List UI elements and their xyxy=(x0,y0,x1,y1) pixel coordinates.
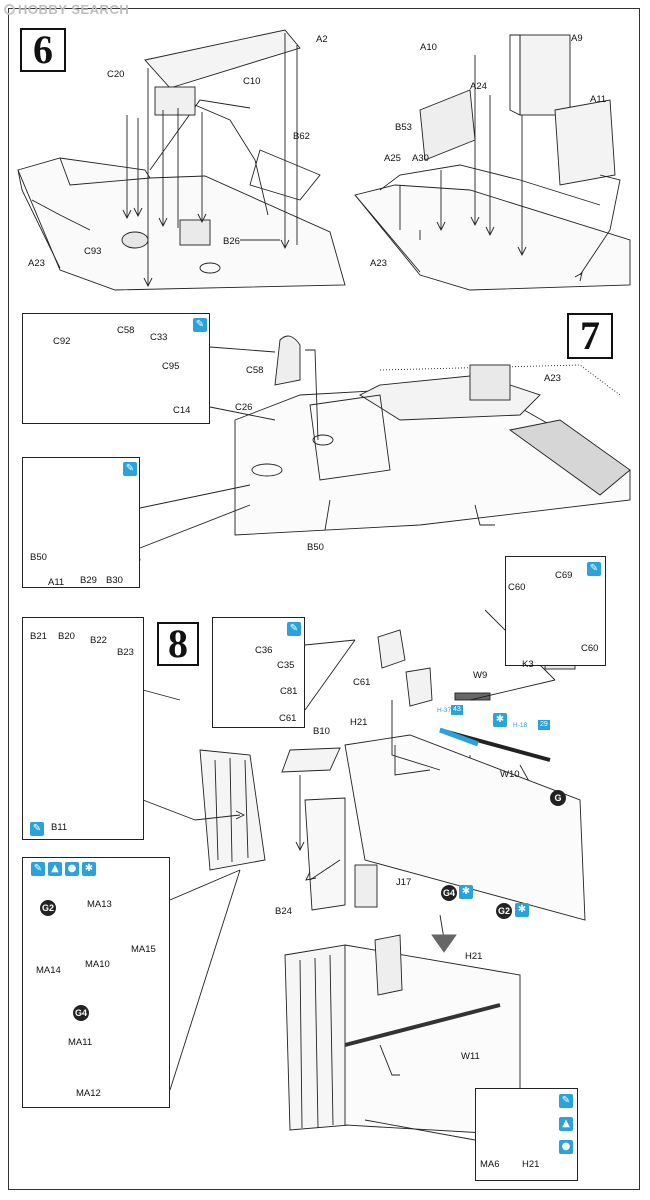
brush-icon: ✎ xyxy=(31,862,45,876)
part-label: MA15 xyxy=(131,944,156,955)
sub-assembly-g-marker: G xyxy=(550,790,566,806)
part-label: MA11 xyxy=(68,1037,93,1048)
step-7-number: 7 xyxy=(567,313,613,359)
part-label: MA10 xyxy=(85,959,110,970)
step6-hull-right xyxy=(354,34,631,291)
part-label: A9 xyxy=(571,33,583,44)
hobbysearch-logo-icon xyxy=(4,4,15,15)
step8-inset-g2-g4 xyxy=(22,857,170,1108)
part-label: C33 xyxy=(150,332,168,343)
part-label: B29 xyxy=(80,575,97,586)
brush-icon: ✎ xyxy=(287,622,301,636)
part-label: K3 xyxy=(522,659,534,670)
part-label: B53 xyxy=(395,122,412,133)
watermark-text: HOBBY SEARCH xyxy=(18,2,130,17)
brush-icon: ✎ xyxy=(30,822,44,836)
step7-inset-c58-assembly xyxy=(22,313,210,424)
part-label: W11 xyxy=(461,1051,480,1062)
part-label: C20 xyxy=(107,69,125,80)
part-ref-43: 43 xyxy=(451,705,463,715)
part-label: A23 xyxy=(544,373,561,384)
part-label: B50 xyxy=(307,542,324,553)
part-ref-h37: H-37 xyxy=(437,707,452,714)
part-label: MA6 xyxy=(480,1159,500,1170)
part-label: A30 xyxy=(412,153,429,164)
part-label: C58 xyxy=(117,325,135,336)
instruction-sheet-frame xyxy=(8,8,640,1190)
part-label: B30 xyxy=(106,575,123,586)
watermark: HOBBY SEARCH xyxy=(4,2,129,17)
step7-inset-b50-detail xyxy=(22,457,140,588)
step6-hull-left xyxy=(17,29,346,291)
part-label: MA13 xyxy=(87,899,112,910)
part-label: A23 xyxy=(28,258,45,269)
sub-assembly-g4-marker: G4 xyxy=(441,885,457,901)
part-label: B10 xyxy=(313,726,330,737)
part-label: C92 xyxy=(53,336,71,347)
part-label: B24 xyxy=(275,906,292,917)
part-label: A11 xyxy=(590,94,607,105)
part-label: MA14 xyxy=(36,965,61,976)
step7-detail-art xyxy=(29,335,631,571)
part-ref-29: 29 xyxy=(538,720,550,730)
part-label: A10 xyxy=(420,42,437,53)
part-label: H21 xyxy=(465,951,483,962)
rotate-icon: ✱ xyxy=(515,903,529,917)
rotate-icon: ✱ xyxy=(493,713,507,727)
sub-assembly-g4-marker-inset: G4 xyxy=(73,1005,89,1021)
part-label: B22 xyxy=(90,635,107,646)
brush-icon: ✎ xyxy=(587,562,601,576)
part-label: C60 xyxy=(581,643,599,654)
part-label: B26 xyxy=(223,236,240,247)
part-label: A2 xyxy=(316,34,328,45)
step-8-number: 8 xyxy=(157,622,199,666)
part-label: H21 xyxy=(522,1159,540,1170)
part-ref-h18: H-18 xyxy=(513,722,528,729)
part-label: W9 xyxy=(473,670,488,681)
part-label: B11 xyxy=(51,822,68,833)
part-label: C93 xyxy=(84,246,102,257)
part-label: B23 xyxy=(117,647,134,658)
shape-icon: ▲ xyxy=(559,1117,573,1131)
part-label: C36 xyxy=(255,645,273,656)
part-label: A23 xyxy=(370,258,387,269)
rotate-icon: ✱ xyxy=(82,862,96,876)
part-label: MA12 xyxy=(76,1088,101,1099)
part-label: C26 xyxy=(235,402,253,413)
part-label: C69 xyxy=(555,570,573,581)
part-label: B62 xyxy=(293,131,310,142)
part-label: B21 xyxy=(30,631,47,642)
brush-icon: ✎ xyxy=(193,318,207,332)
part-label: C58 xyxy=(246,365,264,376)
step8-inset-side-plates xyxy=(22,617,144,840)
step-6-number: 6 xyxy=(20,28,66,72)
shape-icon: ▲ xyxy=(48,862,62,876)
part-label: C81 xyxy=(280,686,298,697)
part-label: A24 xyxy=(470,81,487,92)
part-label: A11 xyxy=(48,577,65,588)
brush-icon: ✎ xyxy=(123,462,137,476)
part-label: H21 xyxy=(350,717,368,728)
sub-assembly-g2-marker-inset: G2 xyxy=(40,900,56,916)
part-label: C14 xyxy=(173,405,191,416)
part-label: C35 xyxy=(277,660,295,671)
part-label: C10 xyxy=(243,76,261,87)
part-label: W10 xyxy=(500,769,520,780)
part-label: C61 xyxy=(279,713,297,724)
paint-drop-icon: ● xyxy=(559,1140,573,1154)
part-label: B20 xyxy=(58,631,75,642)
brush-icon: ✎ xyxy=(559,1094,573,1108)
paint-drop-icon: ● xyxy=(65,862,79,876)
part-label: C95 xyxy=(162,361,180,372)
rotate-icon: ✱ xyxy=(459,885,473,899)
part-label: C61 xyxy=(353,677,371,688)
sub-assembly-g2-marker: G2 xyxy=(496,903,512,919)
part-label: A25 xyxy=(384,153,401,164)
part-label: B50 xyxy=(30,552,47,563)
part-label: J17 xyxy=(396,877,412,888)
part-label: C60 xyxy=(508,582,526,593)
